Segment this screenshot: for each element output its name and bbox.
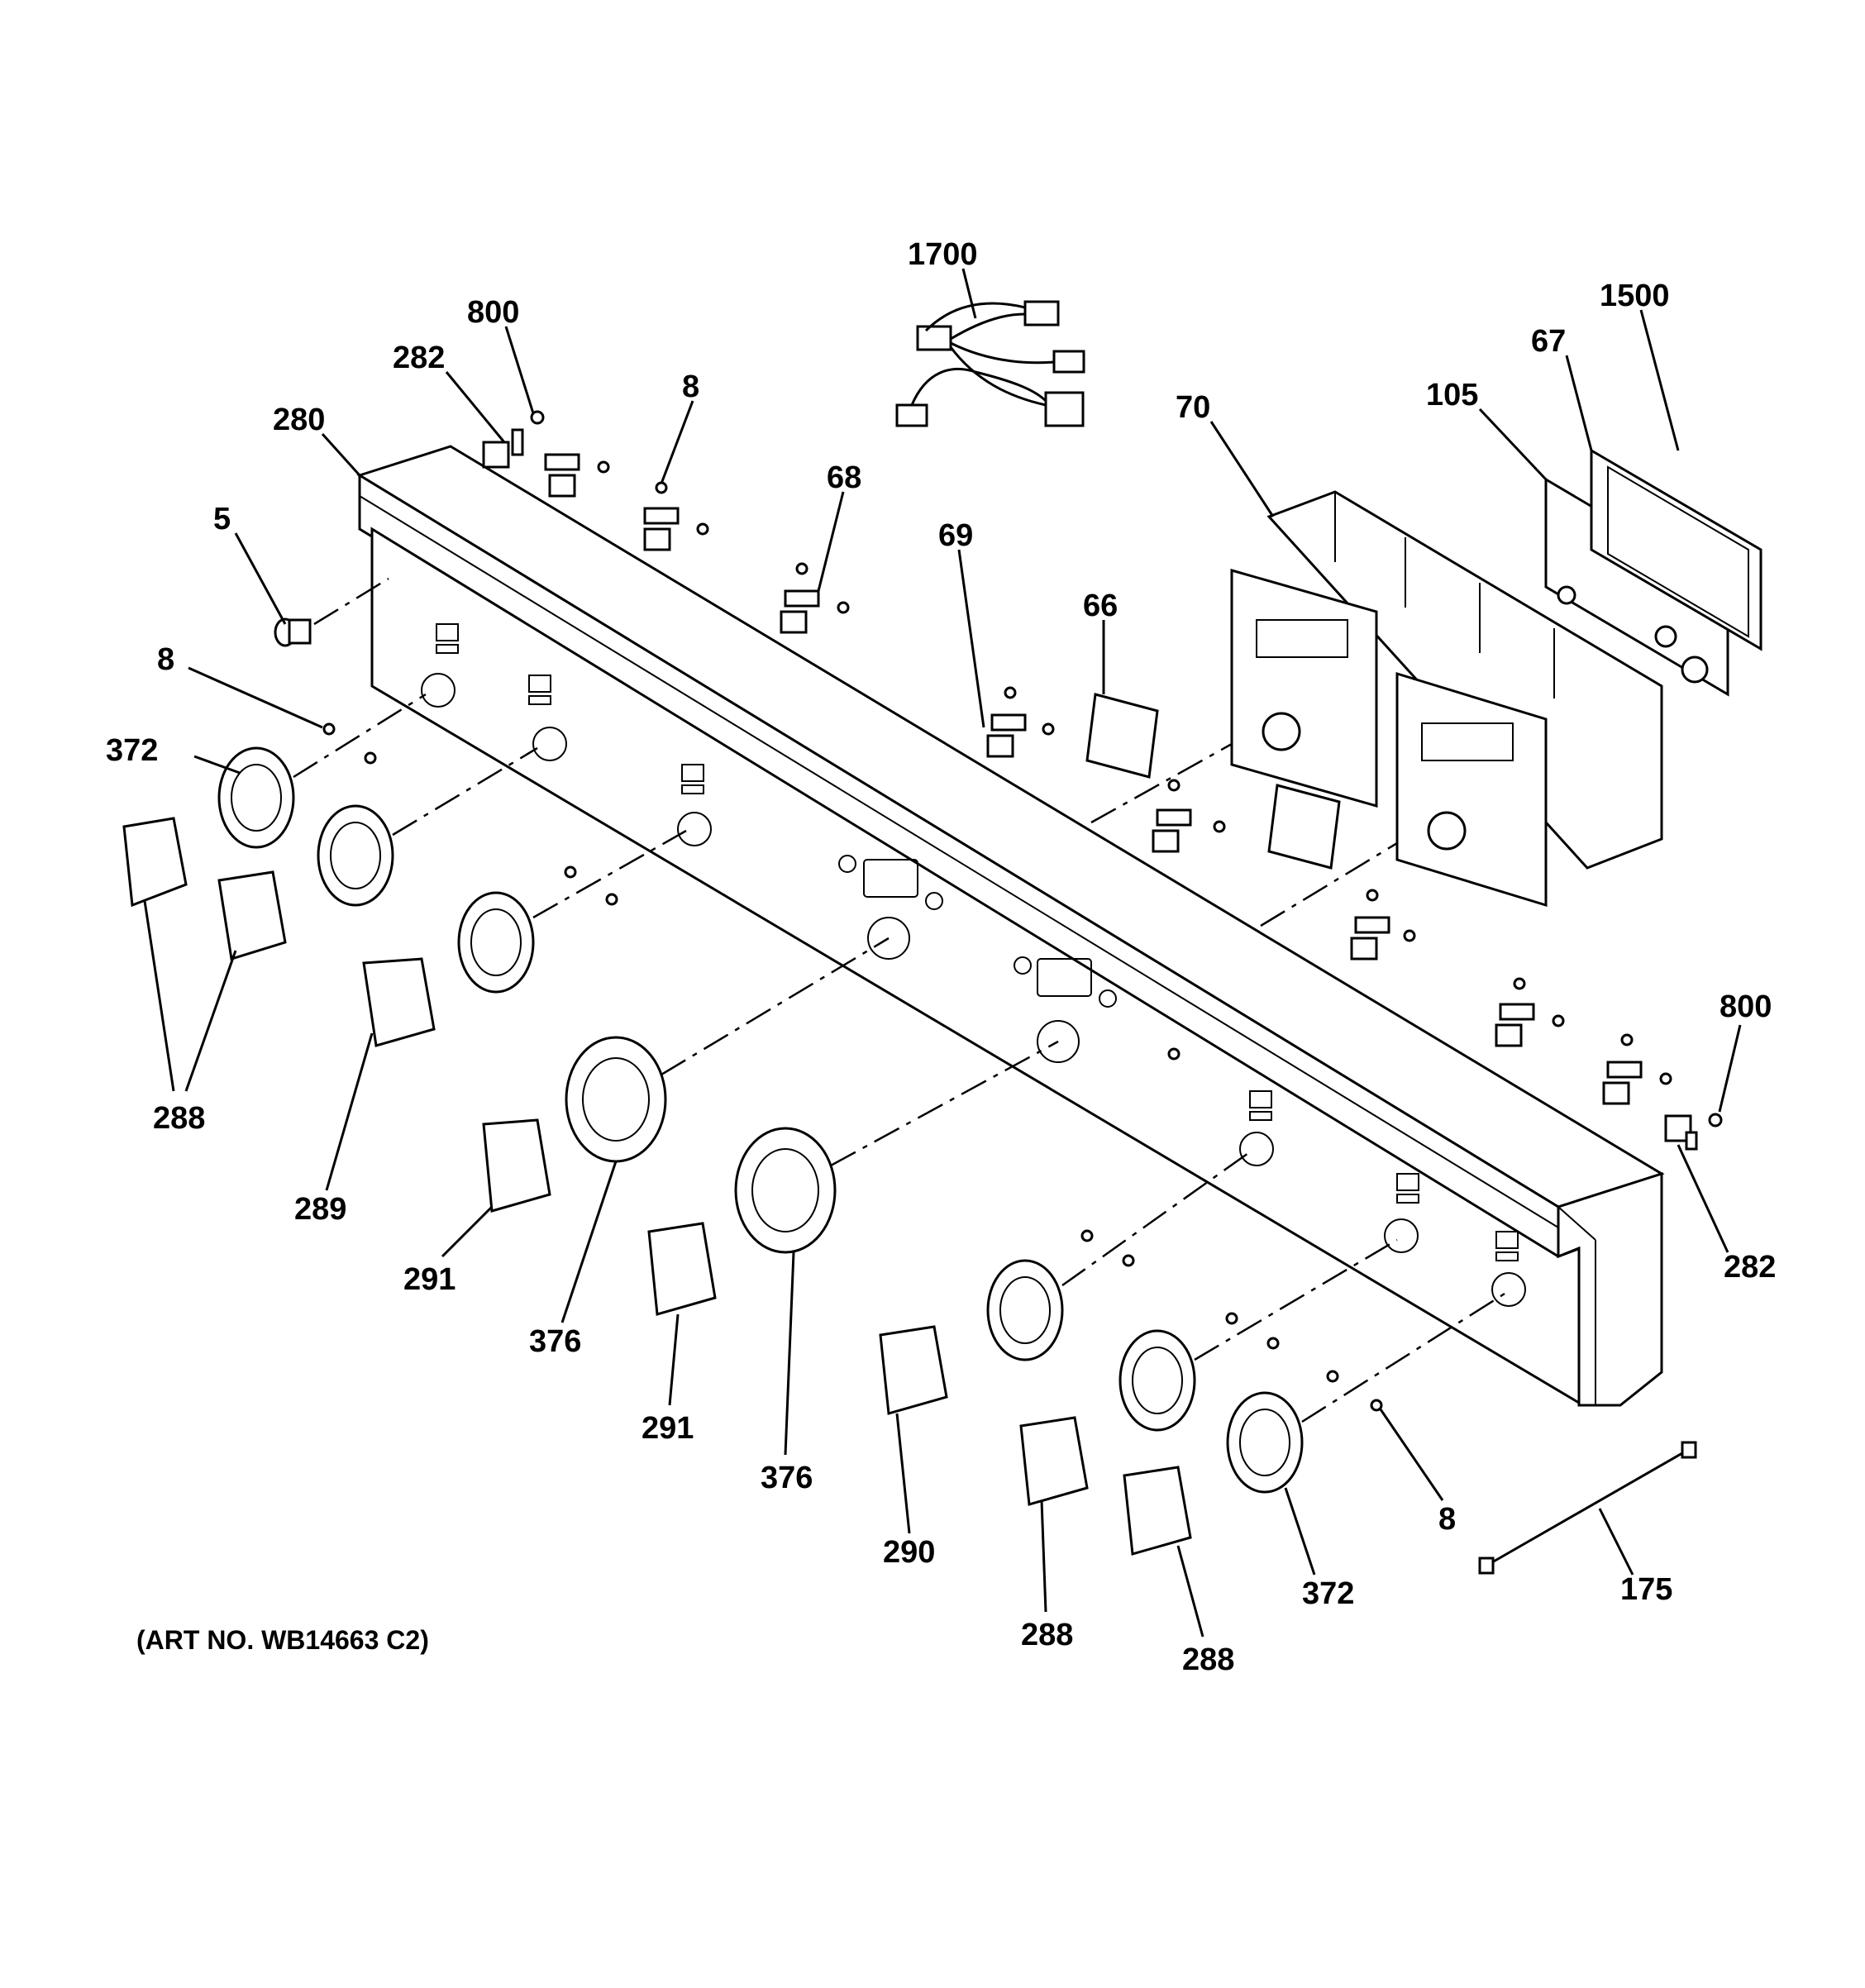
switch-5 [274, 617, 312, 647]
callout-8-right: 8 [1438, 1502, 1456, 1537]
screws [322, 722, 1383, 1412]
electronic-modules-70 [1230, 490, 1663, 908]
callout-70: 70 [1176, 390, 1210, 425]
callout-175: 175 [1620, 1572, 1672, 1607]
callout-280: 280 [273, 403, 325, 437]
art-number: (ART NO. WB14663 C2) [136, 1625, 429, 1655]
callout-288-b: 288 [1021, 1618, 1073, 1652]
callout-5: 5 [213, 502, 231, 536]
callout-289: 289 [294, 1192, 346, 1227]
callout-372-left: 372 [106, 733, 158, 768]
callout-1500: 1500 [1600, 279, 1670, 313]
callout-1700: 1700 [908, 237, 978, 272]
callout-282-top: 282 [393, 341, 445, 375]
callout-8-left: 8 [157, 642, 174, 677]
callout-69: 69 [938, 518, 973, 553]
callout-105: 105 [1426, 378, 1478, 412]
callout-68: 68 [827, 460, 861, 495]
wire-harness-1700 [895, 300, 1085, 427]
callout-288-c: 288 [1182, 1642, 1234, 1677]
window-lens-66 [1085, 693, 1341, 870]
callout-291-a: 291 [403, 1262, 456, 1297]
frame-67 [1590, 448, 1762, 651]
control-panel-280 [356, 445, 1665, 1407]
callout-282-right: 282 [1724, 1250, 1776, 1285]
callout-8-top: 8 [682, 369, 699, 404]
callout-376-a: 376 [529, 1324, 581, 1359]
callout-labels: 1700 1500 67 105 70 800 282 8 280 68 5 6… [106, 237, 1776, 1677]
callout-800-right: 800 [1720, 989, 1772, 1024]
callout-291-b: 291 [642, 1411, 694, 1446]
callout-66: 66 [1083, 589, 1118, 623]
callout-376-b: 376 [761, 1461, 813, 1495]
callout-288-left: 288 [153, 1101, 205, 1136]
knobs-and-bezels [122, 746, 1304, 1556]
cable-tie-175 [1478, 1441, 1697, 1575]
callout-67: 67 [1531, 324, 1566, 359]
callout-800-top: 800 [467, 295, 519, 330]
callout-290: 290 [883, 1535, 935, 1570]
callout-372-right: 372 [1302, 1576, 1354, 1611]
alignment-lines [293, 577, 1505, 1423]
panel-markings [421, 623, 1526, 1307]
leader-lines [143, 268, 1742, 1638]
mounting-clips [482, 410, 1723, 1151]
